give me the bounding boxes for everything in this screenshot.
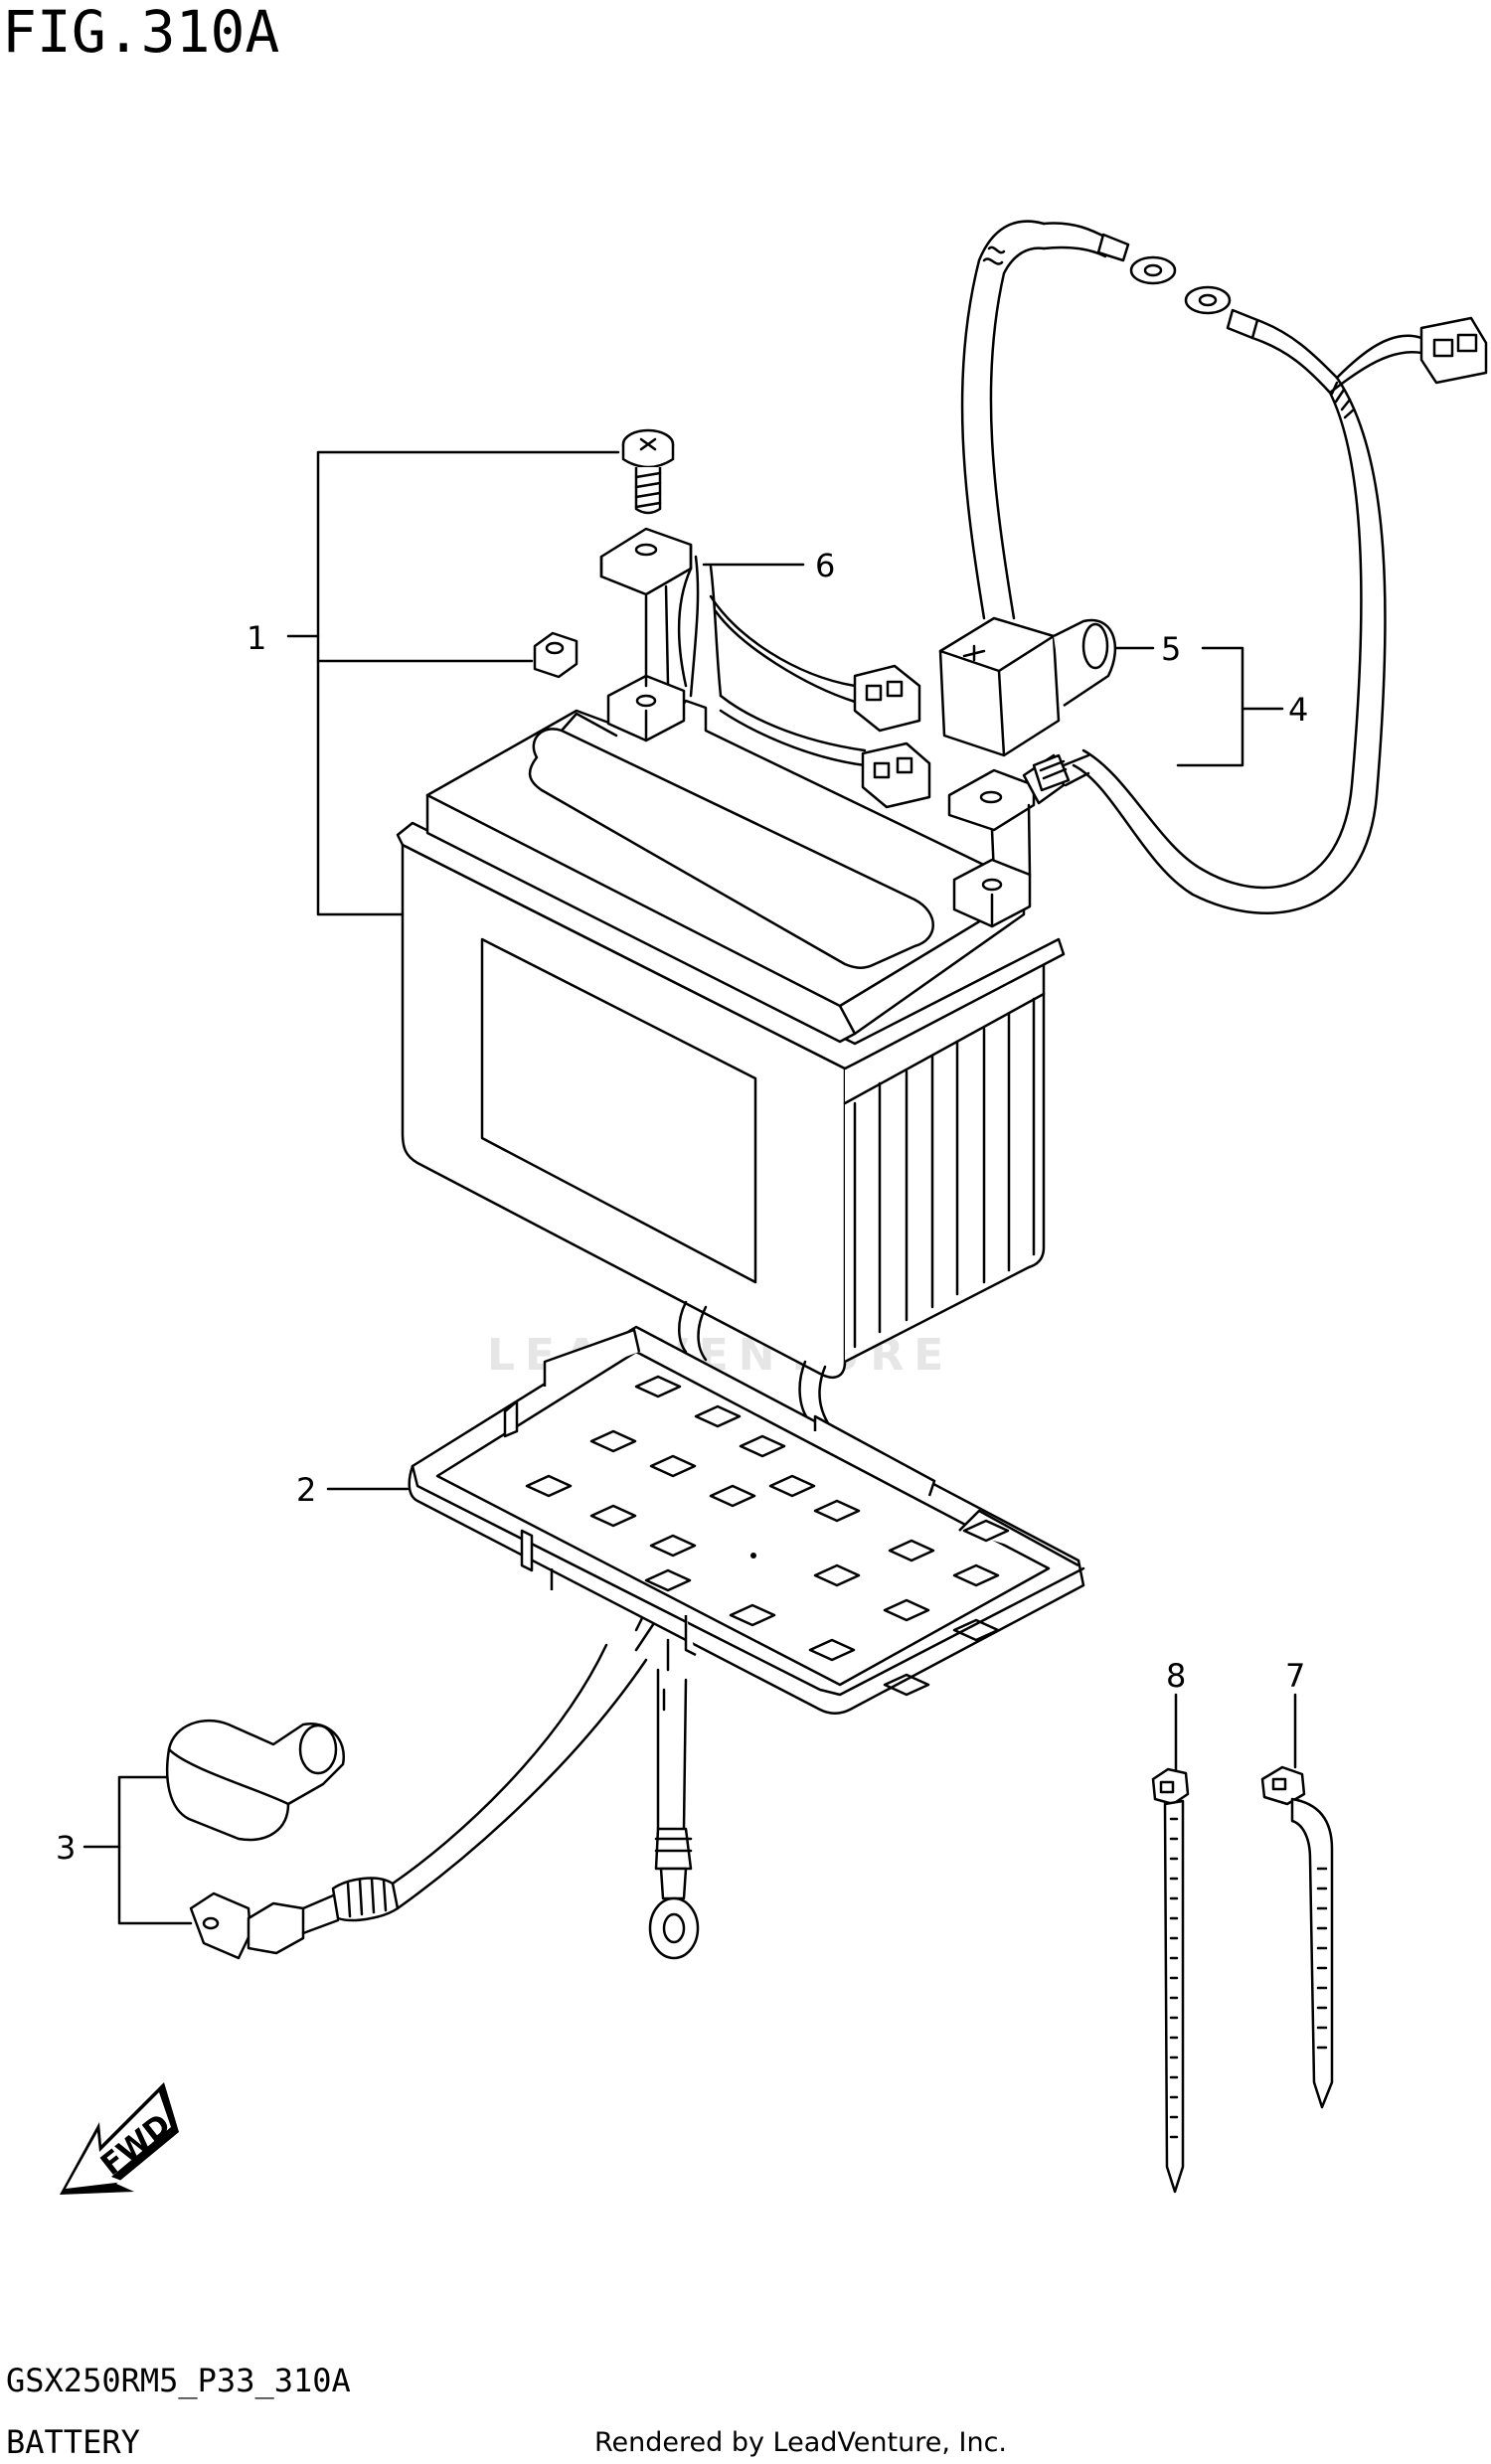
cable-tie-8: [1151, 1767, 1190, 2194]
section-name: BATTERY: [6, 2423, 140, 2461]
callout-4: 4: [1288, 691, 1308, 729]
wiring-harness: [960, 220, 1488, 914]
callout-5: 5: [1161, 630, 1181, 668]
diagram-code: GSX250RM5_P33_310A: [6, 2362, 351, 2399]
figure-title: FIG.310A: [2, 0, 279, 66]
forward-direction-arrow: FWD: [60, 2082, 179, 2195]
battery-tray: [408, 1325, 1085, 1715]
negative-terminal-lead: [599, 527, 931, 809]
callout-2: 2: [296, 1471, 316, 1509]
terminal-cover: [938, 616, 1117, 757]
ground-lead: [165, 1643, 648, 1960]
callout-labels: 1 2 3 4 5 6 7 8: [56, 547, 1308, 1867]
terminal-nut: [533, 631, 579, 679]
positive-terminal-lead: [947, 753, 1090, 877]
callout-1: 1: [247, 619, 266, 657]
callout-8: 8: [1166, 1657, 1186, 1695]
terminal-bolt: [621, 428, 675, 515]
battery: [396, 584, 1066, 1379]
callout-6: 6: [815, 547, 835, 584]
ground-ring-lead: [648, 1668, 700, 1960]
callout-7: 7: [1285, 1657, 1305, 1695]
cable-tie-7: [1260, 1765, 1334, 2109]
callout-3: 3: [56, 1829, 76, 1867]
callout-leaders: [83, 450, 1297, 1925]
rendered-by-credit: Rendered by LeadVenture, Inc.: [594, 2427, 1007, 2458]
tray-slots: [525, 1375, 1010, 1697]
